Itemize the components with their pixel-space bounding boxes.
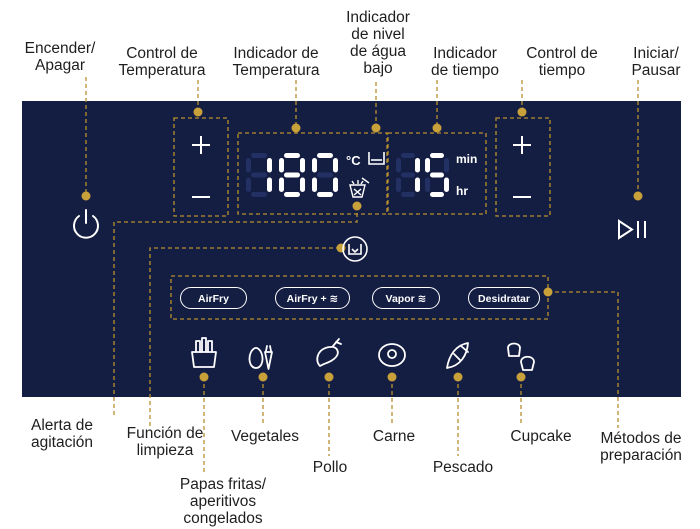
callout-dots bbox=[81, 107, 643, 382]
temp-display-frame bbox=[237, 132, 388, 215]
appliance-panel bbox=[22, 101, 681, 397]
shake-basket-icon bbox=[349, 177, 370, 198]
digit-segment bbox=[267, 158, 272, 173]
steam-icon: ≋ bbox=[417, 293, 427, 305]
time-display-frame bbox=[387, 132, 487, 215]
digit-segment bbox=[267, 177, 272, 192]
meat-icon[interactable] bbox=[378, 343, 406, 367]
mode-vapor-button[interactable]: Vapor ≋ bbox=[372, 287, 440, 309]
time-plus-icon[interactable] bbox=[513, 136, 531, 154]
cupcake-label: Cupcake bbox=[510, 428, 572, 445]
power-label: Encender/Apagar bbox=[24, 40, 96, 74]
digit-segment bbox=[444, 158, 449, 173]
mode-desidratar-button[interactable]: Desidratar bbox=[468, 287, 540, 309]
digit-segment bbox=[415, 158, 420, 173]
digit-segment bbox=[284, 172, 300, 178]
chicken-icon[interactable] bbox=[316, 338, 342, 367]
temperature-digits bbox=[246, 153, 338, 197]
temp-plus-icon[interactable] bbox=[192, 136, 210, 154]
digit-segment bbox=[317, 192, 333, 197]
chicken-label: Pollo bbox=[312, 459, 348, 476]
digit-segment bbox=[312, 177, 317, 192]
cleaning-icon[interactable] bbox=[342, 236, 368, 262]
start-pause-label: Iniciar/Pausar bbox=[631, 45, 681, 79]
meat-label: Carne bbox=[372, 428, 416, 445]
digit-segment bbox=[300, 158, 305, 173]
digit-segment bbox=[401, 172, 415, 178]
power-icon[interactable] bbox=[73, 209, 99, 239]
temp-control-frame bbox=[173, 117, 229, 217]
time-unit-min: min bbox=[456, 152, 478, 166]
digit-segment bbox=[279, 158, 284, 173]
digit-segment bbox=[401, 192, 415, 197]
time-digits bbox=[396, 153, 449, 197]
fish-label: Pescado bbox=[432, 459, 494, 476]
time-unit-hr: hr bbox=[456, 184, 468, 198]
steam-icon: ≋ bbox=[329, 293, 339, 305]
digit-segment bbox=[251, 153, 267, 158]
digit-segment bbox=[444, 177, 449, 192]
digit-segment bbox=[396, 177, 401, 192]
digit-segment bbox=[317, 172, 333, 178]
digit-segment bbox=[430, 153, 444, 158]
play-pause-icon[interactable] bbox=[618, 219, 646, 240]
digit-segment bbox=[425, 158, 430, 173]
digit-segment bbox=[415, 177, 420, 192]
digit-segment bbox=[300, 177, 305, 192]
digit-segment bbox=[430, 172, 444, 178]
time-control-frame bbox=[495, 117, 551, 217]
digit-segment bbox=[284, 192, 300, 197]
digit-segment bbox=[246, 158, 251, 173]
digit-segment bbox=[425, 177, 430, 192]
digit-segment bbox=[251, 172, 267, 178]
cupcake-icon[interactable] bbox=[507, 342, 535, 371]
digit-segment bbox=[333, 158, 338, 173]
digit-segment bbox=[246, 177, 251, 192]
mode-airfry-plus-button[interactable]: AirFry + ≋ bbox=[275, 287, 350, 309]
leader-methods bbox=[548, 291, 619, 428]
vegetables-icon[interactable] bbox=[248, 345, 273, 370]
mode-airfry-button[interactable]: AirFry bbox=[180, 287, 247, 309]
digit-segment bbox=[284, 153, 300, 158]
fish-icon[interactable] bbox=[446, 342, 469, 369]
digit-segment bbox=[317, 153, 333, 158]
digit-segment bbox=[430, 192, 444, 197]
digit-segment bbox=[333, 177, 338, 192]
temp-unit: °C bbox=[346, 153, 361, 168]
fries-icon[interactable] bbox=[191, 337, 217, 368]
leader-cleaning bbox=[149, 247, 340, 426]
digit-segment bbox=[396, 158, 401, 173]
digit-segment bbox=[279, 177, 284, 192]
vegetables-label: Vegetales bbox=[230, 428, 300, 445]
digit-segment bbox=[312, 158, 317, 173]
water-tank-icon bbox=[368, 152, 385, 165]
digit-segment bbox=[251, 192, 267, 197]
digit-segment bbox=[401, 153, 415, 158]
